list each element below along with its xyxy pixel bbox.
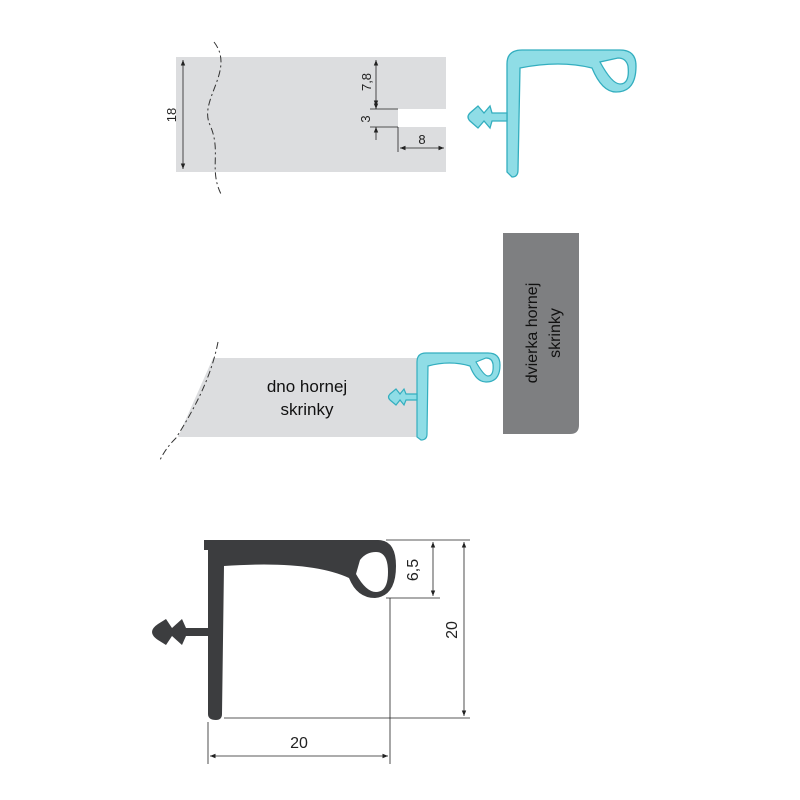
shelf-label-line1: dno hornej xyxy=(267,377,347,396)
dim-thickness-label: 18 xyxy=(164,108,179,122)
profile-body xyxy=(506,49,637,178)
door-label-line2: skrinky xyxy=(547,308,564,358)
shelf-break-line xyxy=(159,341,219,461)
board-groove-detail: 18 7,8 3 8 xyxy=(164,41,446,197)
handle-profile-top xyxy=(467,49,637,178)
dark-profile-barb xyxy=(152,619,208,645)
handle-profile-assembly xyxy=(387,352,501,441)
assembly-view: dno hornej skrinky dvierka hornej skrink… xyxy=(159,233,579,461)
profile-assembly-barb xyxy=(387,387,418,407)
dark-profile-body xyxy=(204,540,396,720)
profile-cross-section: 6,5 20 20 xyxy=(152,539,470,764)
board-section xyxy=(176,57,446,172)
dim-height-label: 20 xyxy=(444,621,461,639)
dim-width-label: 20 xyxy=(290,735,308,752)
cabinet-door xyxy=(503,233,579,434)
board-break-line xyxy=(207,41,223,197)
cabinet-shelf xyxy=(178,358,418,437)
profile-assembly-body xyxy=(416,352,501,441)
door-label-line1: dvierka hornej xyxy=(524,283,541,384)
dim-grip-height-label: 6,5 xyxy=(405,559,422,581)
dim-groove-top-label: 7,8 xyxy=(359,73,374,91)
dim-groove-depth-label: 8 xyxy=(418,132,425,147)
dim-groove-width-label: 3 xyxy=(358,115,373,122)
shelf-label-line2: skrinky xyxy=(281,400,334,419)
profile-barb xyxy=(467,104,508,130)
